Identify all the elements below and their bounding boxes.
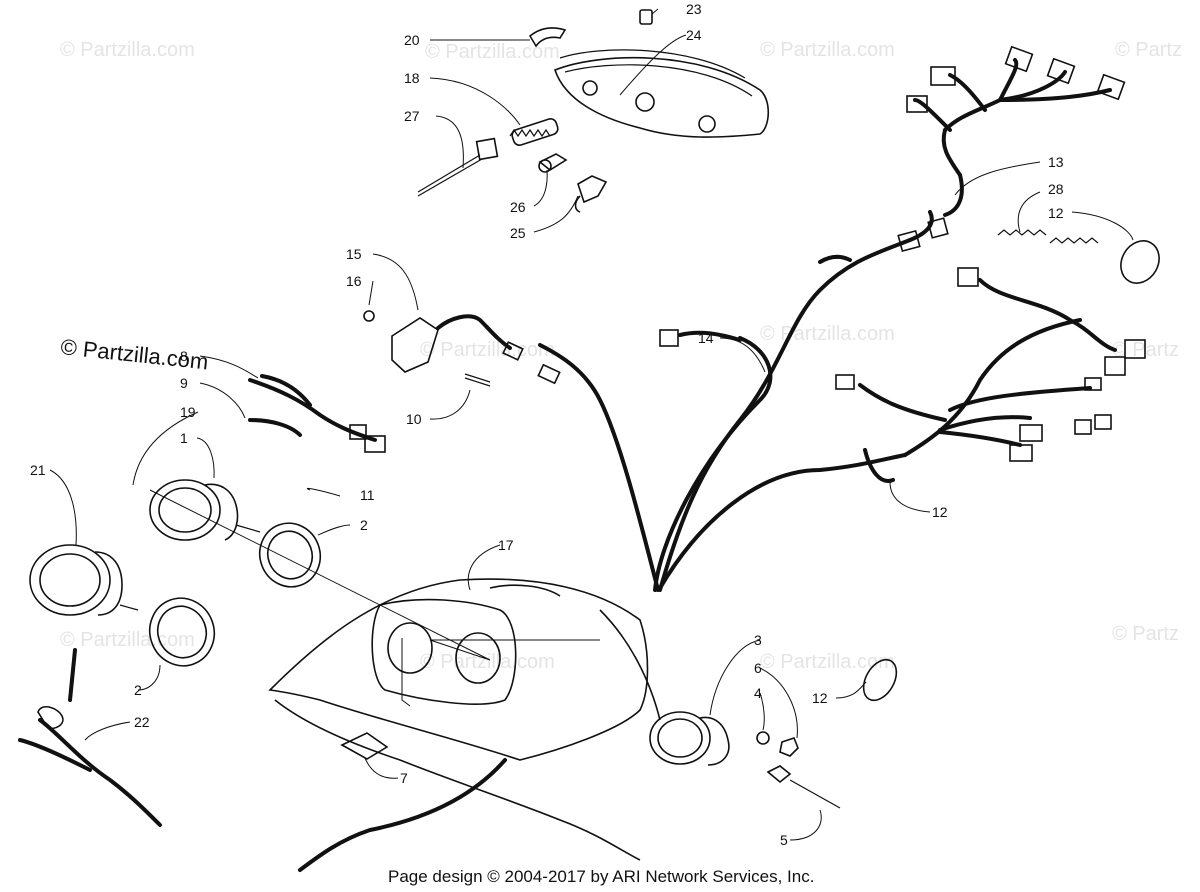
callout-18: 18 xyxy=(404,70,420,86)
watermark: © Partz xyxy=(1112,623,1179,645)
callout-25: 25 xyxy=(510,225,526,241)
callout-3: 3 xyxy=(754,632,762,648)
callout-12b: 12 xyxy=(932,504,948,520)
callout-13: 13 xyxy=(1048,154,1064,170)
watermark: © Partzilla.com xyxy=(760,651,895,673)
callout-19: 19 xyxy=(180,404,196,420)
gauges xyxy=(18,374,600,827)
regulator xyxy=(363,310,512,387)
callout-8: 8 xyxy=(180,348,188,364)
callout-5: 5 xyxy=(780,832,788,848)
wire-harness xyxy=(502,45,1160,702)
callout-27: 27 xyxy=(404,108,420,124)
watermark: © Partzilla.com xyxy=(760,39,895,61)
console xyxy=(268,578,661,872)
callout-20: 20 xyxy=(404,32,420,48)
watermark: © Partzilla.com xyxy=(420,651,555,673)
watermark: © Partzilla.com xyxy=(60,629,195,651)
callout-12: 12 xyxy=(1048,205,1064,221)
headlight-assembly xyxy=(417,9,770,213)
callout-23: 23 xyxy=(686,1,702,17)
callout-7: 7 xyxy=(400,770,408,786)
callout-1: 1 xyxy=(180,430,188,446)
callout-17: 17 xyxy=(498,537,514,553)
callout-21: 21 xyxy=(30,462,46,478)
callout-15: 15 xyxy=(346,246,362,262)
callout-4: 4 xyxy=(754,685,762,701)
callout-12c: 12 xyxy=(812,690,828,706)
leader-lines xyxy=(49,8,1134,841)
callout-26: 26 xyxy=(510,199,526,215)
watermarks: © Partzilla.com © Partzilla.com © Partzi… xyxy=(59,39,1182,673)
callout-28: 28 xyxy=(1048,181,1064,197)
callout-2b: 2 xyxy=(134,682,142,698)
watermark: © Partzilla.com xyxy=(425,41,560,63)
callout-9: 9 xyxy=(180,375,188,391)
speedometer xyxy=(649,711,841,809)
callout-24: 24 xyxy=(686,27,702,43)
watermark: © Partz xyxy=(1115,39,1182,61)
watermark: © Partzilla.com xyxy=(760,323,895,345)
footer-copyright: Page design © 2004-2017 by ARI Network S… xyxy=(388,867,814,886)
callout-11: 11 xyxy=(360,487,375,503)
callout-16: 16 xyxy=(346,273,362,289)
callout-2: 2 xyxy=(360,517,368,533)
callout-22: 22 xyxy=(134,714,150,730)
callout-6: 6 xyxy=(754,660,762,676)
callout-labels: 23 24 20 18 27 26 25 13 28 12 15 16 14 1… xyxy=(30,1,1064,848)
watermark: © Partzilla.com xyxy=(420,339,555,361)
callout-10: 10 xyxy=(406,411,422,427)
watermark: © Partzilla.com xyxy=(60,39,195,61)
callout-14: 14 xyxy=(698,330,714,346)
